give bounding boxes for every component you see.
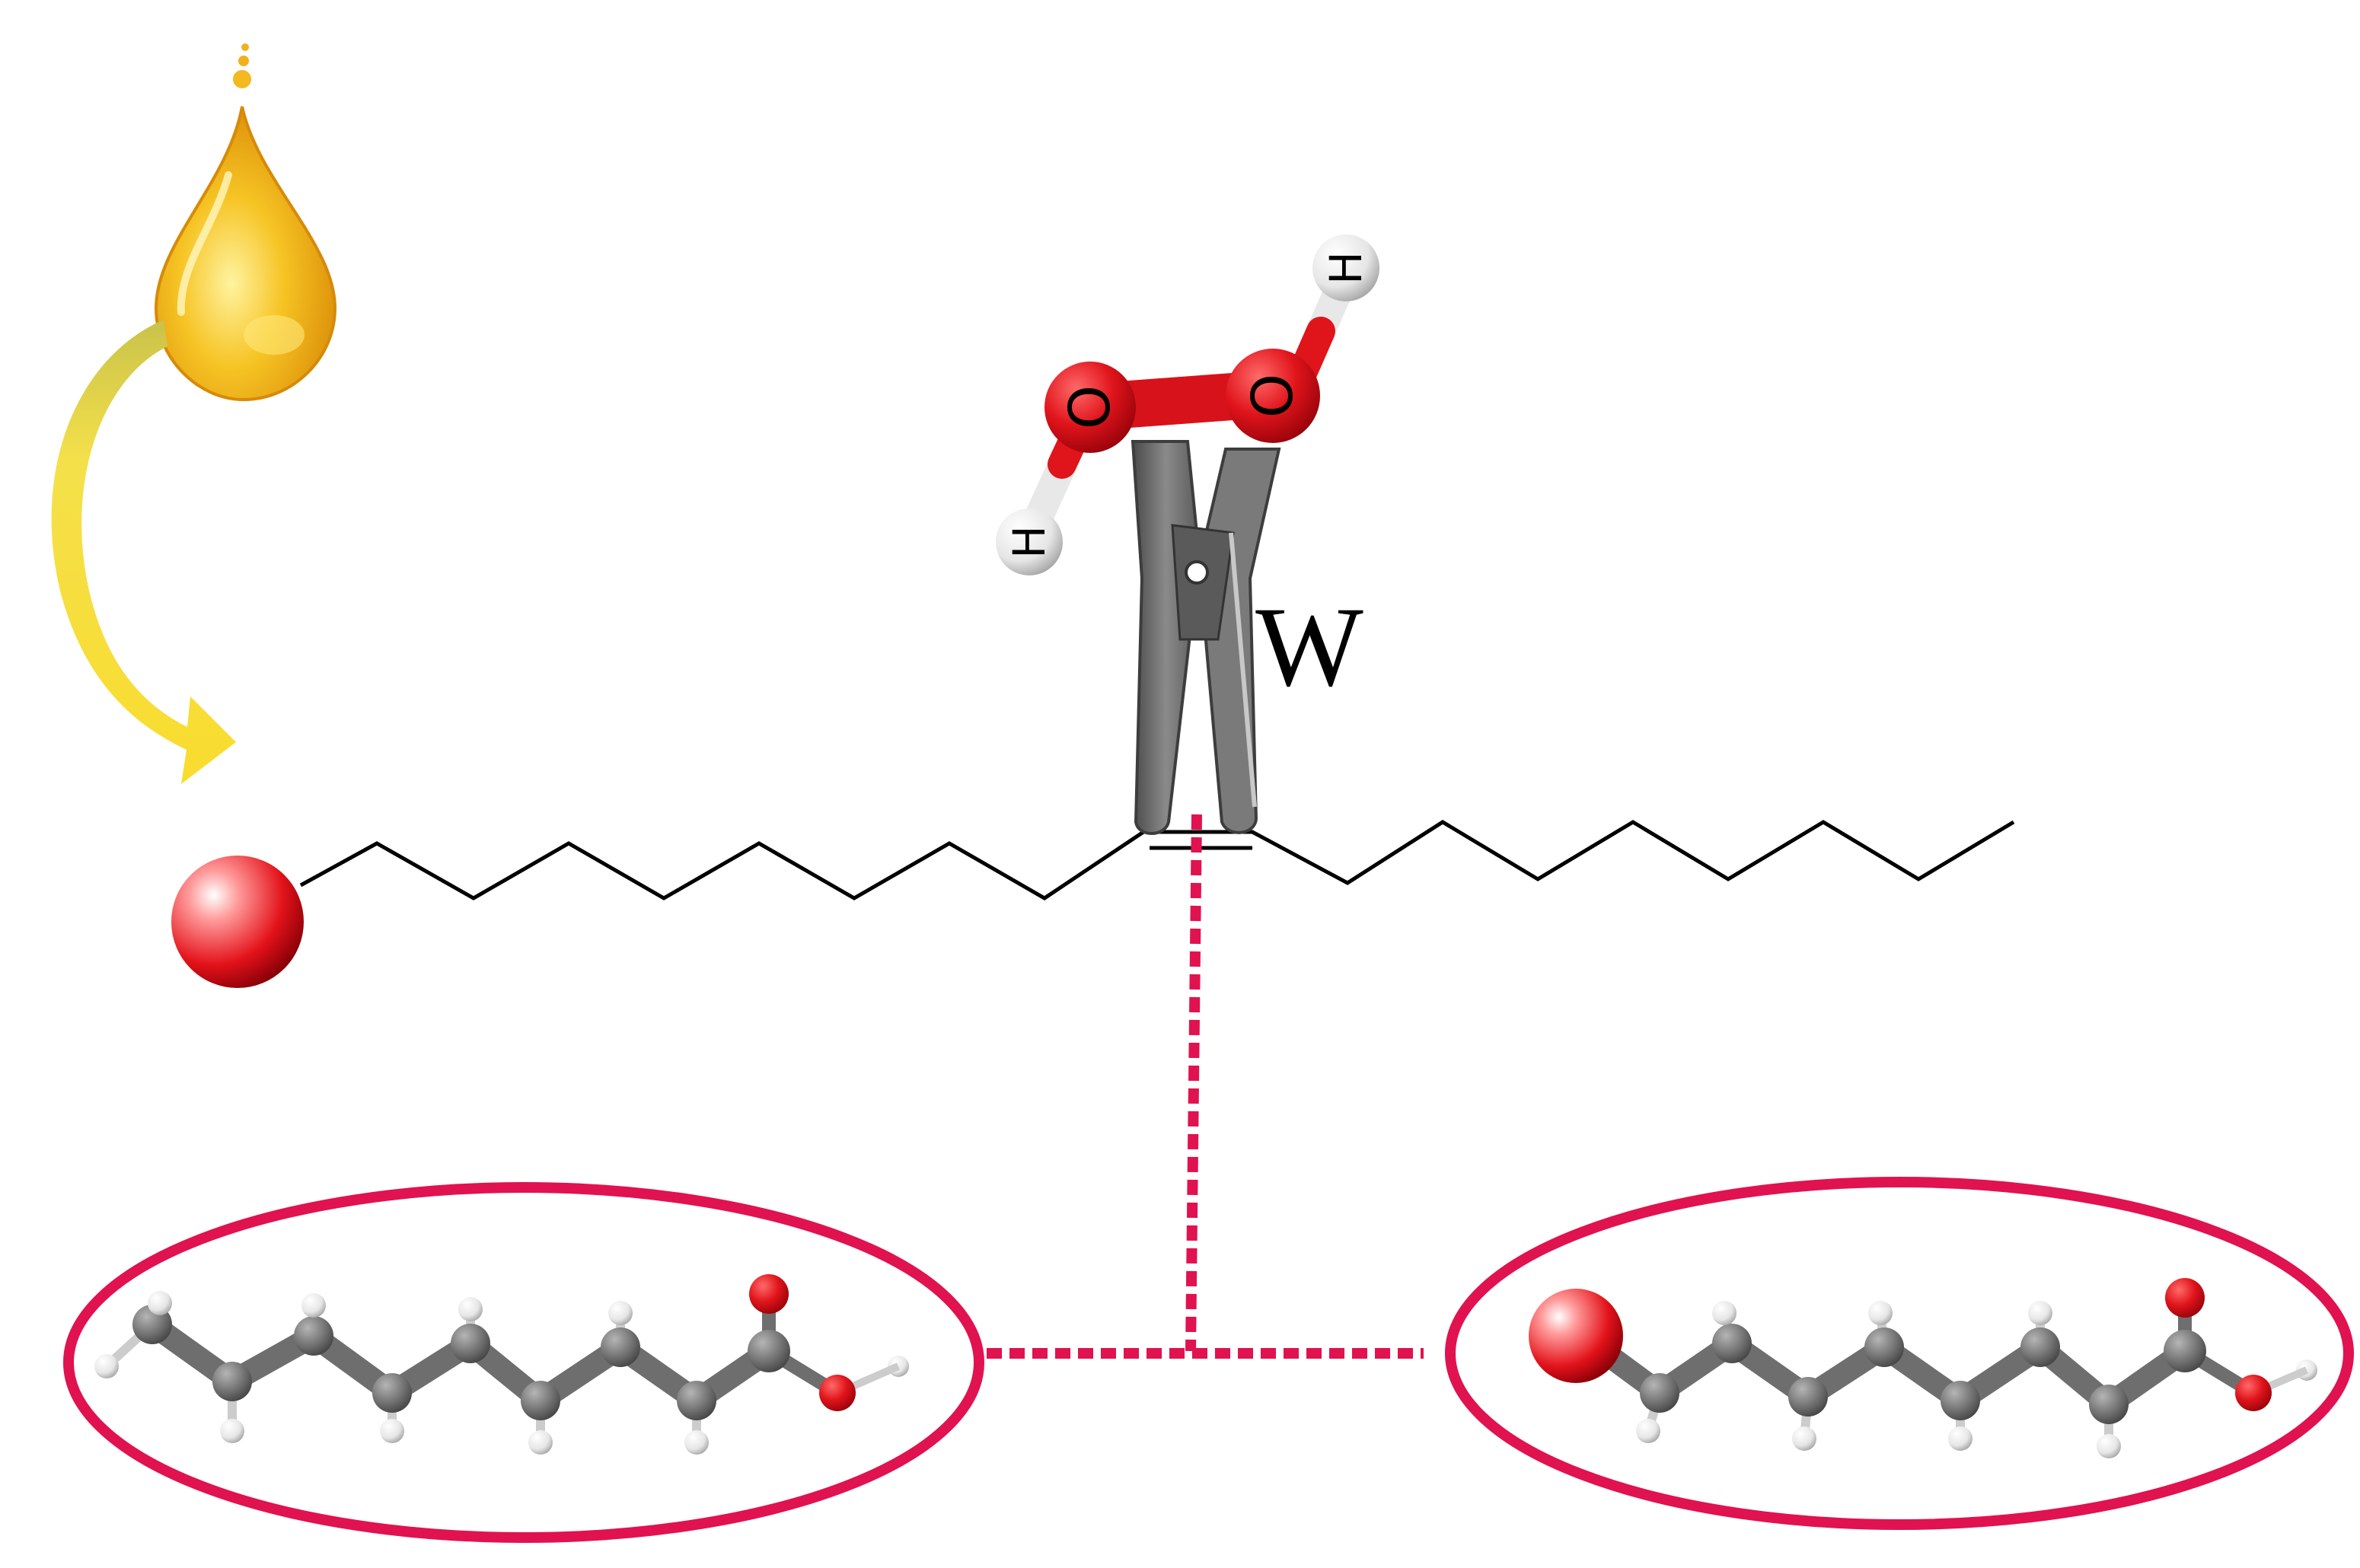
oxygen-atom-right: [1226, 349, 1320, 443]
product-ellipse-left: [63, 1182, 984, 1543]
hydrogen-peroxide-molecule: H O O H: [996, 234, 1379, 575]
hydrogen-atom-right: [1312, 234, 1379, 301]
oil-drop-icon: [154, 43, 337, 402]
product-ellipse-right: [1445, 1177, 2354, 1530]
cleavage-dotted-lines: [987, 814, 1424, 1359]
ester-bead-product-icon: [1529, 1289, 1623, 1383]
oxygen-label-left: O: [1057, 385, 1123, 429]
oxygen-label-right: O: [1240, 374, 1306, 418]
ester-bead-icon: [171, 856, 304, 988]
product-molecule-right: [1529, 1278, 2317, 1458]
hydrogen-atom-left: [996, 508, 1063, 575]
product-molecule-left: [94, 1274, 909, 1455]
curved-arrow-icon: [51, 320, 236, 784]
oxygen-atom-left: [1044, 362, 1136, 453]
catalyst-label: W: [1255, 584, 1363, 710]
hydrogen-label-left: H: [1003, 525, 1055, 559]
scissors-icon: [1131, 440, 1281, 835]
hydrogen-label-right: H: [1320, 251, 1372, 285]
